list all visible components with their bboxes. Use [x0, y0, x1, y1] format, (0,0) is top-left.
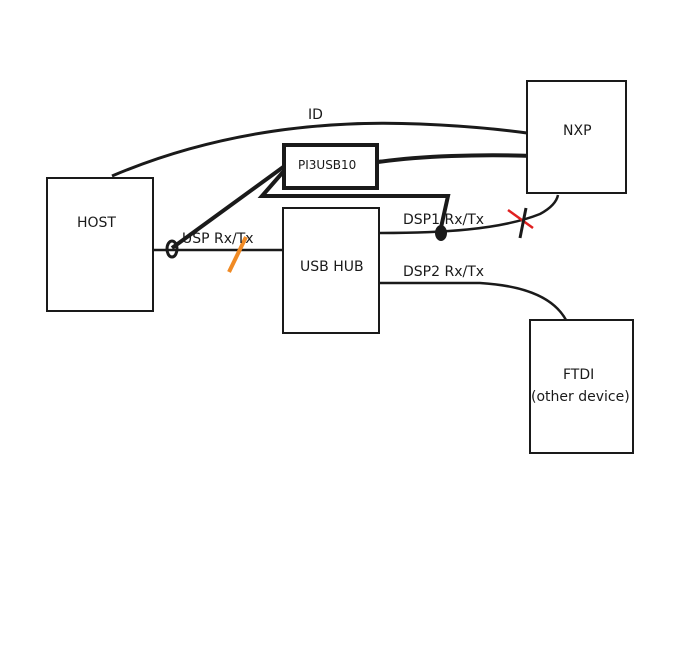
nxp-box: [526, 80, 627, 194]
usb-hub-box: [282, 207, 380, 334]
host-label: HOST: [77, 215, 116, 231]
pi3usb10-dsp1-wire: [257, 170, 451, 233]
host-junction-dot: [165, 239, 179, 259]
usb-hub-label: USB HUB: [300, 259, 364, 275]
id-wire: [111, 121, 528, 178]
usp-cut-mark: [227, 236, 248, 273]
usp-wire-label: USP Rx/Tx: [182, 231, 254, 247]
ftdi-sublabel: (other device): [531, 389, 630, 405]
dsp2-wire: [380, 281, 568, 321]
dsp2-wire-label: DSP2 Rx/Tx: [403, 264, 485, 280]
pi3usb10-nxp-wire: [377, 153, 535, 164]
pi3usb10-label: PI3USB10: [298, 158, 357, 172]
dsp1-junction-dot: [435, 225, 447, 241]
ftdi-box: [529, 319, 634, 454]
dsp1-wire-label: DSP1 Rx/Tx: [403, 212, 485, 228]
pi3usb10-host-wire: [170, 163, 288, 250]
pi3usb10-box: [282, 143, 379, 190]
dsp1-cross-mark-red: [507, 208, 534, 230]
id-wire-label: ID: [308, 107, 323, 123]
nxp-label: NXP: [563, 123, 592, 139]
dsp1-cross-mark-black: [518, 207, 528, 239]
ftdi-label: FTDI: [563, 367, 595, 383]
host-box: [46, 177, 154, 312]
